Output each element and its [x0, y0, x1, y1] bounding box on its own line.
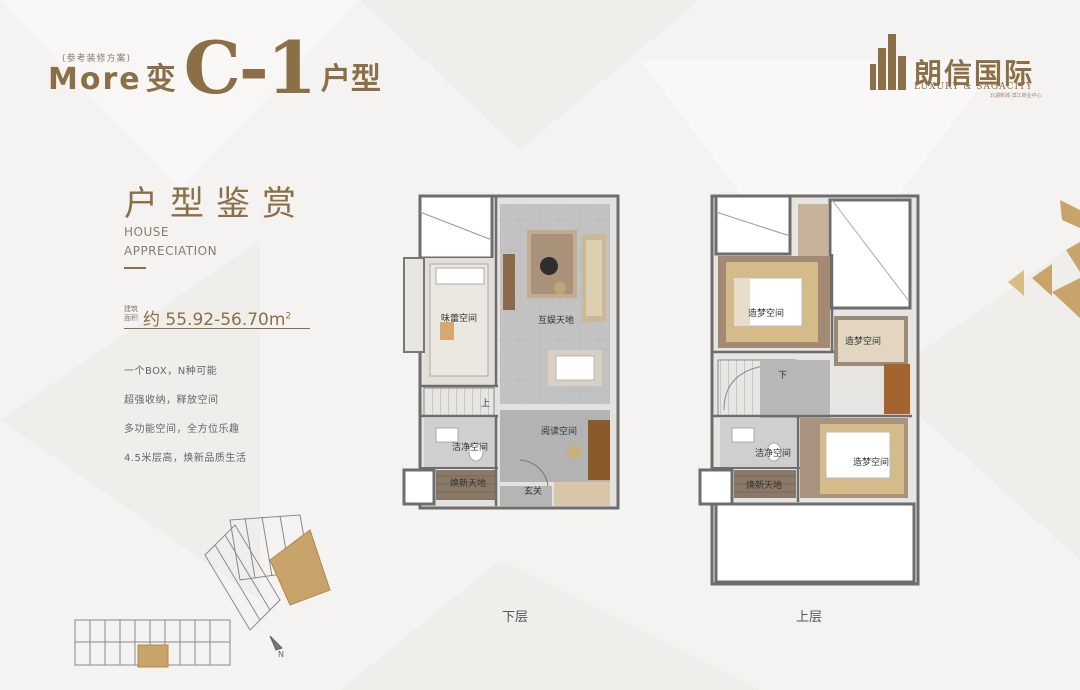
room-label-living: 互娱天地: [538, 316, 575, 326]
section-en-line2: APPRECIATION: [124, 244, 218, 258]
stair-down-label: 下: [778, 371, 788, 381]
feature-item: 4.5米层高，焕新品质生活: [124, 453, 247, 464]
unit-code: C-1: [183, 25, 317, 110]
site-plan: [74, 514, 331, 668]
area-divider: [124, 328, 310, 329]
room-label-kitchen: 味蕾空间: [441, 314, 478, 324]
area-number: 55.92-56.70m: [165, 310, 286, 330]
brand-tagline: 北湖新城·滨江商业中心: [990, 93, 1042, 99]
title-bian: 变: [145, 61, 176, 97]
feature-item: 多功能空间，全方位乐趣: [124, 424, 240, 435]
brand-name-cn: 朗信国际: [914, 57, 1035, 90]
room-label-bedroom: 造梦空间: [853, 458, 890, 468]
unit-title: More 变 C-1 户型: [48, 25, 381, 110]
stair-up-label: 上: [481, 399, 491, 409]
section-divider: [124, 267, 146, 269]
compass-north-label: N: [278, 650, 284, 659]
title-more: More: [48, 61, 142, 97]
area-value: 约 55.92-56.70m2: [143, 305, 291, 330]
room-label-bath: 洁净空间: [755, 449, 792, 459]
room-label-entry: 玄关: [524, 487, 543, 497]
section-title: 户型鉴赏: [124, 184, 308, 224]
section-en-line1: HOUSE: [124, 225, 169, 239]
compass-rose: [269, 635, 283, 651]
room-label-balcony: 焕新天地: [450, 479, 487, 489]
lower-floor-caption: 下层: [502, 610, 529, 625]
room-label-bedroom: 造梦空间: [845, 337, 882, 347]
feature-item: 一个BOX，N种可能: [124, 366, 218, 377]
room-label-reading: 阅读空间: [541, 427, 578, 437]
area-prefix: 约: [143, 310, 160, 330]
room-label-balcony: 焕新天地: [746, 481, 783, 491]
brand-logo-icon: [870, 34, 906, 90]
upper-floor-plan: [698, 194, 920, 586]
area-unit-sup: 2: [285, 311, 292, 322]
area-label: 建筑面积: [124, 305, 138, 322]
lower-floor-plan: [402, 194, 620, 510]
feature-item: 超强收纳，释放空间: [124, 395, 219, 406]
room-label-bedroom: 造梦空间: [748, 309, 785, 319]
reference-note: (参考装修方案): [62, 54, 132, 64]
brand-name-en: LUXURY & SAGACITY: [914, 82, 1033, 92]
room-label-bath: 洁净空间: [452, 443, 489, 453]
title-type: 户型: [320, 61, 381, 97]
upper-floor-caption: 上层: [796, 610, 823, 625]
